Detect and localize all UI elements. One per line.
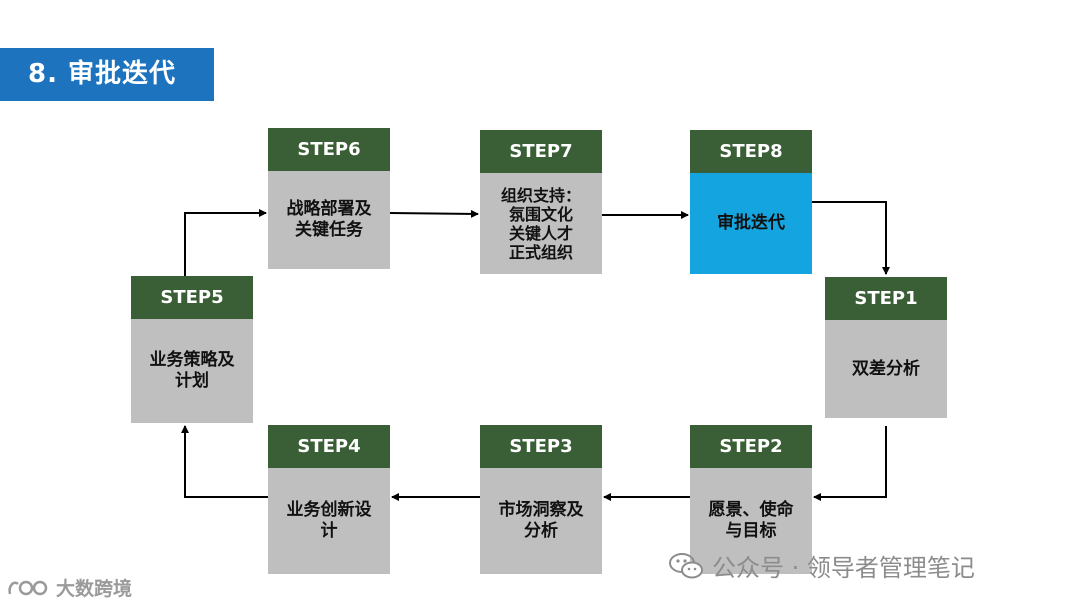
watermark-left-text: 大数跨境 [56,578,133,600]
wechat-icon [669,552,703,578]
connector-1-2 [813,426,887,501]
step-text: 双差分析 [825,320,947,418]
step-label: STEP1 [825,277,947,320]
step-label: STEP5 [131,276,253,319]
step-text-active: 审批迭代 [690,173,812,274]
step-card-3: STEP3 市场洞察及 分析 [480,425,602,574]
connector-6-7 [389,209,479,218]
step-text: 组织支持： 氛围文化 关键人才 正式组织 [480,173,602,274]
step-card-2: STEP2 愿景、使命 与目标 [690,425,812,574]
step-card-4: STEP4 业务创新设 计 [268,425,390,574]
watermark-left: 大数跨境 [6,574,132,601]
step-card-8: STEP8 审批迭代 [690,130,812,274]
page-title: 8. 审批迭代 [0,48,214,101]
step-label: STEP7 [480,130,602,173]
step-text: 业务创新设 计 [268,468,390,574]
step-text: 愿景、使命 与目标 [690,468,812,574]
watermark-right-text: 公众号 · 领导者管理笔记 [712,554,975,582]
step-label: STEP2 [690,425,812,468]
step-label: STEP6 [268,128,390,171]
connector-5-6 [184,209,267,276]
step-text: 战略部署及 关键任务 [268,171,390,269]
step-label: STEP8 [690,130,812,173]
step-label: STEP3 [480,425,602,468]
step-label: STEP4 [268,425,390,468]
watermark-right: 公众号 · 领导者管理笔记 [668,548,975,583]
step-card-6: STEP6 战略部署及 关键任务 [268,128,390,269]
step-card-5: STEP5 业务策略及 计划 [131,276,253,423]
brand-logo-icon [8,580,48,595]
step-text: 市场洞察及 分析 [480,468,602,574]
step-text: 业务策略及 计划 [131,319,253,423]
step-card-7: STEP7 组织支持： 氛围文化 关键人才 正式组织 [480,130,602,274]
connector-8-1 [812,201,890,275]
step-card-1: STEP1 双差分析 [825,277,947,418]
connector-4-5 [181,425,268,498]
